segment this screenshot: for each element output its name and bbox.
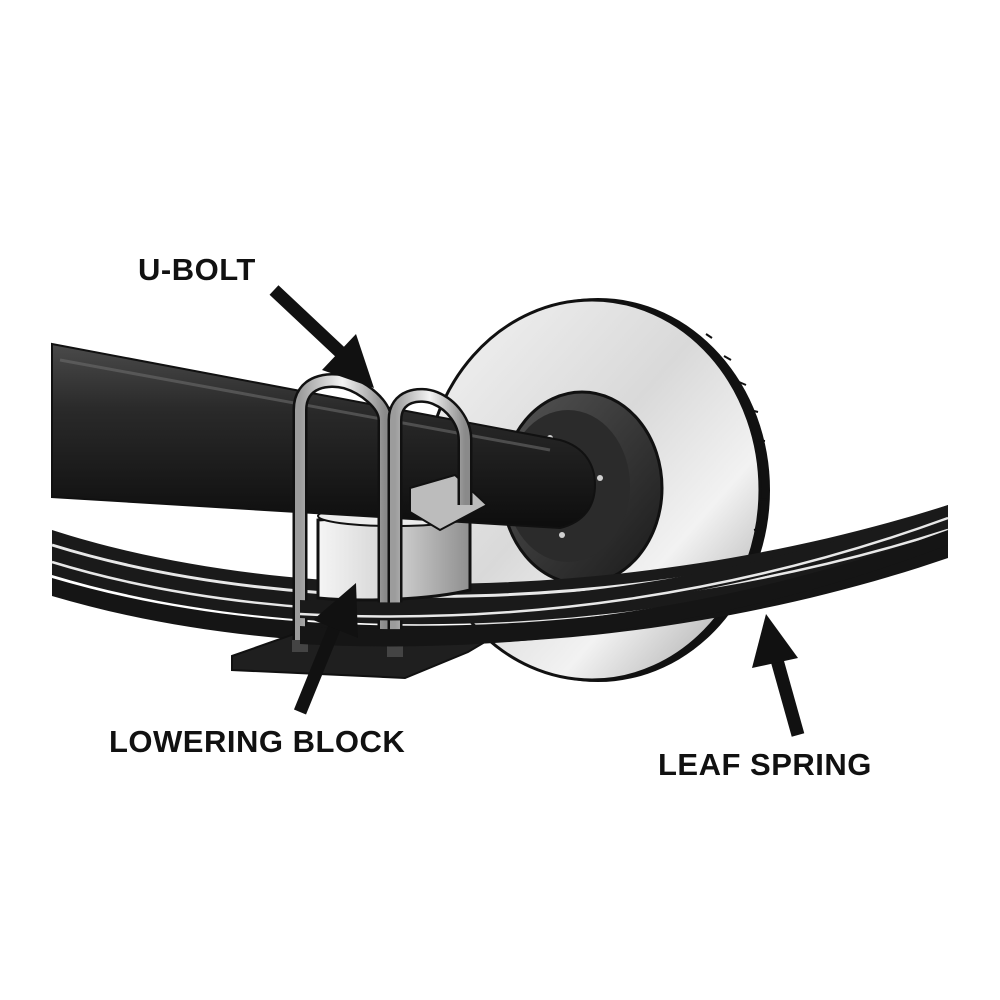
leaf-spring-label: LEAF SPRING (658, 747, 872, 782)
u-bolt-shape (292, 372, 473, 657)
lowering-block-label: LOWERING BLOCK (109, 724, 406, 759)
u-bolt-arrow (269, 285, 374, 388)
lowering-block-arrow (293, 583, 358, 715)
leaf-spring-arrow (752, 614, 805, 737)
lug-hole (559, 532, 565, 538)
lug-hole (597, 475, 603, 481)
leaf-spring-front (299, 505, 949, 647)
u-bolt-label: U-BOLT (138, 252, 256, 287)
u-bolt-nut (387, 645, 403, 657)
pointer-arrows (269, 285, 805, 737)
